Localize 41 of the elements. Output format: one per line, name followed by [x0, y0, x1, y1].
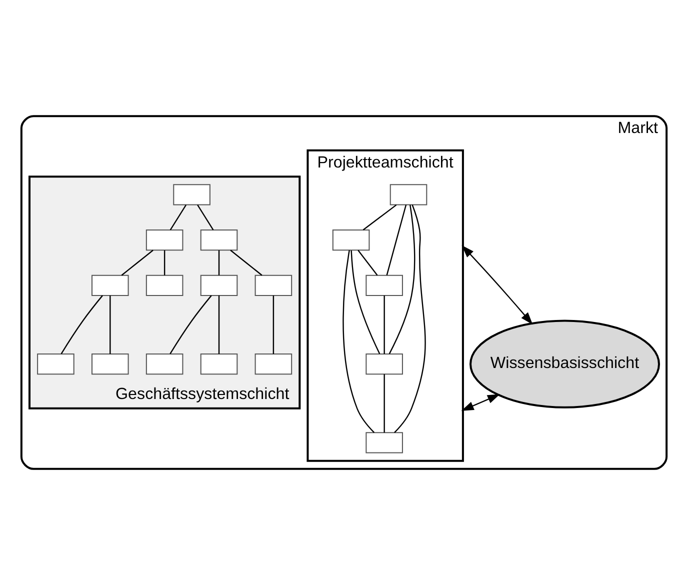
connector [169, 295, 212, 354]
cluster: Geschäftssystemschicht [28, 176, 300, 410]
node-box [389, 184, 427, 206]
connector [350, 250, 380, 354]
node-box [365, 432, 402, 454]
arrow [460, 394, 500, 411]
connector [357, 250, 378, 276]
cluster: Projektteamschicht [306, 149, 464, 462]
node-box [91, 353, 128, 375]
connector [163, 250, 165, 276]
arrow [461, 245, 532, 325]
node-box [365, 353, 402, 375]
node-box [200, 274, 238, 296]
connector [109, 296, 110, 354]
node-box [365, 274, 402, 296]
connector [386, 204, 406, 276]
node-box [36, 353, 74, 375]
node-box [145, 230, 183, 251]
node-box [145, 274, 183, 296]
node-box [145, 353, 183, 375]
node-box [91, 274, 128, 296]
connector [383, 374, 384, 433]
node-box [200, 353, 238, 375]
connector [383, 296, 384, 354]
connector [169, 204, 186, 230]
connector [60, 295, 102, 354]
connector [342, 250, 374, 433]
connector [218, 296, 220, 354]
connector [230, 250, 262, 276]
connector [362, 204, 396, 230]
connector [196, 204, 214, 230]
connector [394, 204, 426, 433]
connector [120, 250, 153, 276]
node-box [172, 184, 210, 206]
node-box [254, 353, 292, 375]
node-box [254, 274, 292, 296]
connector [218, 250, 220, 276]
node-box [200, 230, 238, 251]
connector [272, 296, 274, 354]
node-box [332, 230, 370, 251]
connector [388, 204, 415, 354]
